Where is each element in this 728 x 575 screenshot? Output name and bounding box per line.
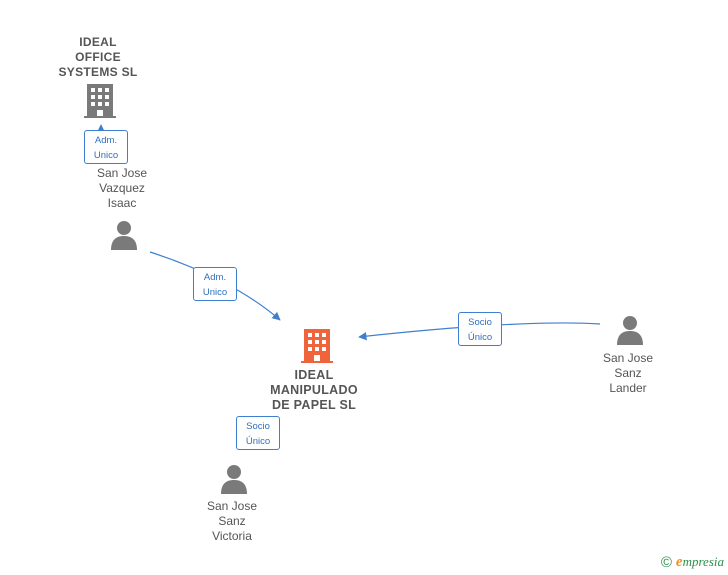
ideal_manipulado-building-icon[interactable] xyxy=(301,329,333,363)
empresia-logo: empresia xyxy=(675,554,724,570)
edge-label-isaac-to-ideal_office[interactable]: Adm. Unico xyxy=(84,130,128,164)
node-label-ideal_office[interactable]: IDEAL OFFICE SYSTEMS SL xyxy=(58,35,138,79)
node-label-ideal_manipulado[interactable]: IDEAL MANIPULADO DE PAPEL SL xyxy=(270,368,358,412)
node-label-victoria[interactable]: San Jose Sanz Victoria xyxy=(206,499,258,543)
isaac-person-icon[interactable] xyxy=(111,221,137,250)
empresia-watermark: © empresia xyxy=(661,554,724,571)
edge-label-lander-to-ideal_manipulado[interactable]: Socio Único xyxy=(458,312,502,346)
node-label-isaac[interactable]: San Jose Vazquez Isaac xyxy=(96,166,148,210)
edge-label-isaac-to-ideal_manipulado[interactable]: Adm. Unico xyxy=(193,267,237,301)
copyright-icon: © xyxy=(660,554,672,571)
node-label-lander[interactable]: San Jose Sanz Lander xyxy=(602,351,654,395)
ideal_office-building-icon[interactable] xyxy=(84,84,116,118)
victoria-person-icon[interactable] xyxy=(221,465,247,494)
edge-label-victoria-to-ideal_manipulado[interactable]: Socio Único xyxy=(236,416,280,450)
lander-person-icon[interactable] xyxy=(617,316,643,345)
